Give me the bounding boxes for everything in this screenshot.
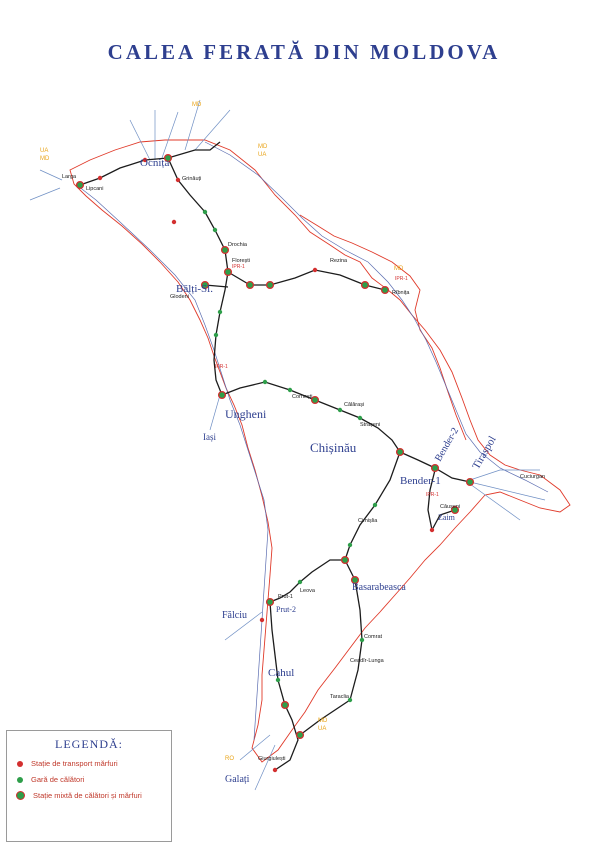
label-grinauti: Grinăuți — [182, 176, 201, 182]
ipr-mark-ribnita: IPR-1 — [395, 276, 408, 282]
code-ro-sw: RO — [225, 756, 234, 762]
label-leova: Leova — [300, 588, 316, 594]
legend-item-passenger: Gară de călători — [17, 775, 171, 784]
legend-item-freight: Stație de transport mărfuri — [17, 759, 171, 768]
map-title: CALEA FERATĂ DIN MOLDOVA — [107, 40, 501, 64]
city-zaim: Zaim — [438, 513, 456, 522]
prut-river — [77, 185, 269, 741]
code-ua-n: UA — [258, 152, 266, 158]
legend-label-freight: Stație de transport mărfuri — [31, 759, 118, 768]
dniester-river — [204, 141, 549, 493]
ipr-mark-ungheni: IPR-1 — [215, 364, 228, 370]
label-cuciurgan: Cuciurgan — [520, 474, 545, 480]
city-balti: Bălți-Sl. — [176, 283, 213, 295]
label-glodeni: Glodeni — [170, 294, 189, 300]
label-causeni: Căușeni — [440, 504, 460, 510]
city-galati: Galați — [225, 774, 250, 785]
city-iasi: Iași — [203, 432, 216, 442]
label-ceadir: Ceadîr-Lunga — [350, 658, 385, 664]
label-floresti: Florești — [232, 258, 250, 264]
label-rezina: Rezina — [330, 258, 348, 264]
city-basarabeasca: Basarabeasca — [352, 582, 406, 593]
label-calarasi: Călărași — [344, 402, 364, 408]
label-lipcani: Lipcani — [86, 186, 103, 192]
label-giurgiulesti: Giurgiulești — [258, 756, 286, 762]
label-comrat: Comrat — [364, 634, 383, 640]
code-md-e: MD — [394, 266, 404, 272]
ipr-mark-bender: IPR-1 — [426, 492, 439, 498]
legend-title: LEGENDĂ: — [55, 737, 123, 751]
freight-stations — [97, 157, 435, 773]
label-drochia: Drochia — [228, 242, 248, 248]
code-md-nw: MD — [40, 156, 50, 162]
passenger-stations — [202, 209, 378, 703]
mixed-stations — [75, 153, 475, 740]
foreign-railways — [29, 99, 546, 791]
eastern-border — [299, 214, 467, 441]
label-taraclia: Taraclia — [330, 694, 350, 700]
code-ua-nw: UA — [40, 148, 48, 154]
passenger-dot-icon — [17, 776, 23, 783]
code-ua-s: UA — [318, 726, 326, 732]
mixed-dot-icon — [16, 791, 25, 800]
city-chisinau: Chișinău — [310, 440, 357, 455]
ipr-mark-balti: IPR-1 — [232, 264, 245, 270]
label-strasieni: Strășeni — [360, 422, 380, 428]
legend: LEGENDĂ: Stație de transport mărfuri Gar… — [6, 730, 172, 842]
label-larga: Larga — [62, 174, 77, 180]
city-falciu: Fălciu — [222, 610, 247, 621]
city-bender2: Bender-2 — [433, 426, 461, 464]
city-bender1: Bender-1 — [400, 475, 441, 487]
label-cornesti: Cornești — [292, 394, 312, 400]
city-cahul: Cahul — [268, 667, 294, 679]
freight-dot-icon — [17, 760, 23, 767]
city-ungheni: Ungheni — [225, 407, 267, 421]
label-ribnita: Rîbnița — [392, 290, 410, 296]
code-md-s: MD — [318, 718, 328, 724]
legend-item-mixed: Stație mixtă de călători și mărfuri — [16, 791, 171, 800]
label-cimislia: Cimișlia — [358, 518, 378, 524]
legend-label-passenger: Gară de călători — [31, 775, 85, 784]
city-ocnita: Ocnița — [140, 157, 169, 169]
city-tiraspol: Tiraspol — [470, 434, 499, 471]
legend-label-mixed: Stație mixtă de călători și mărfuri — [33, 791, 142, 800]
code-md-n: MD — [258, 144, 268, 150]
label-prut1: Prut-1 — [278, 594, 293, 600]
city-prut2: Prut-2 — [276, 605, 296, 614]
code-md-top: MD — [192, 102, 202, 108]
